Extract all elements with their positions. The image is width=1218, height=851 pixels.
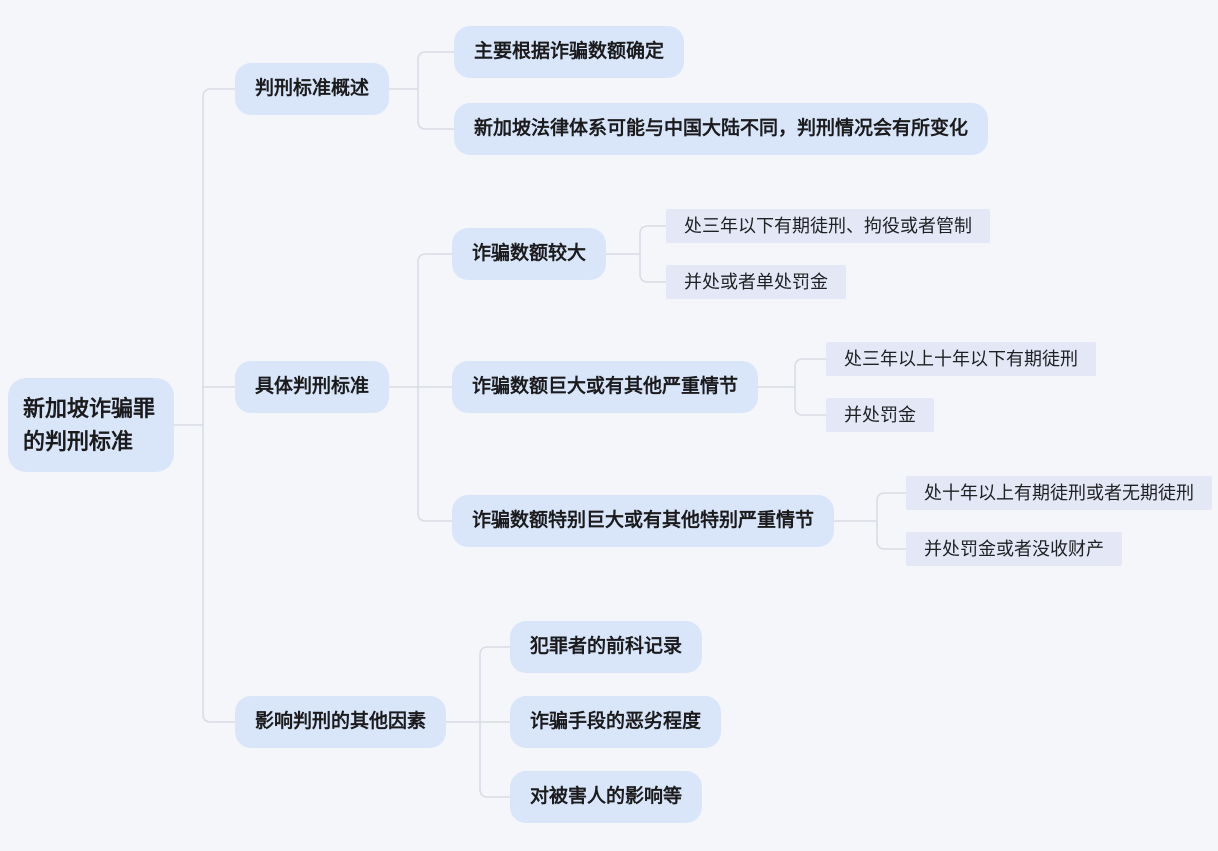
node-singapore-legal-system-note[interactable]: 新加坡法律体系可能与中国大陆不同，判刑情况会有所变化 — [454, 103, 989, 155]
node-impact-on-victims[interactable]: 对被害人的影响等 — [510, 771, 703, 823]
node-criminal-record[interactable]: 犯罪者的前科记录 — [510, 621, 703, 673]
node-fine-or-property-confiscation[interactable]: 并处罚金或者没收财产 — [906, 532, 1122, 566]
node-penalty-over-10-years-or-life[interactable]: 处十年以上有期徒刑或者无期徒刑 — [906, 476, 1212, 510]
node-with-fine[interactable]: 并处罚金 — [826, 398, 934, 432]
node-other-sentencing-factors[interactable]: 影响判刑的其他因素 — [235, 696, 447, 748]
node-specific-sentencing-standards[interactable]: 具体判刑标准 — [235, 361, 390, 413]
node-fraud-amount-huge[interactable]: 诈骗数额巨大或有其他严重情节 — [452, 361, 759, 413]
node-sentencing-standard-overview[interactable]: 判刑标准概述 — [235, 63, 390, 115]
node-penalty-3-to-10-years[interactable]: 处三年以上十年以下有期徒刑 — [826, 342, 1096, 376]
node-mainly-based-on-fraud-amount[interactable]: 主要根据诈骗数额确定 — [454, 26, 685, 78]
node-root[interactable]: 新加坡诈骗罪的判刑标准 — [8, 378, 174, 472]
connector-amount-huge-children — [745, 358, 833, 416]
connector-amount-especially-huge-children — [821, 492, 913, 550]
node-fraud-amount-large[interactable]: 诈骗数额较大 — [452, 228, 607, 280]
node-fraud-amount-especially-huge[interactable]: 诈骗数额特别巨大或有其他特别严重情节 — [452, 495, 835, 547]
node-fine-or-single-fine[interactable]: 并处或者单处罚金 — [666, 265, 846, 299]
node-fraud-method-severity[interactable]: 诈骗手段的恶劣程度 — [510, 696, 722, 748]
node-penalty-under-3-years[interactable]: 处三年以下有期徒刑、拘役或者管制 — [666, 209, 990, 243]
connector-overview-children — [377, 51, 461, 130]
connector-specific-children — [377, 253, 459, 522]
